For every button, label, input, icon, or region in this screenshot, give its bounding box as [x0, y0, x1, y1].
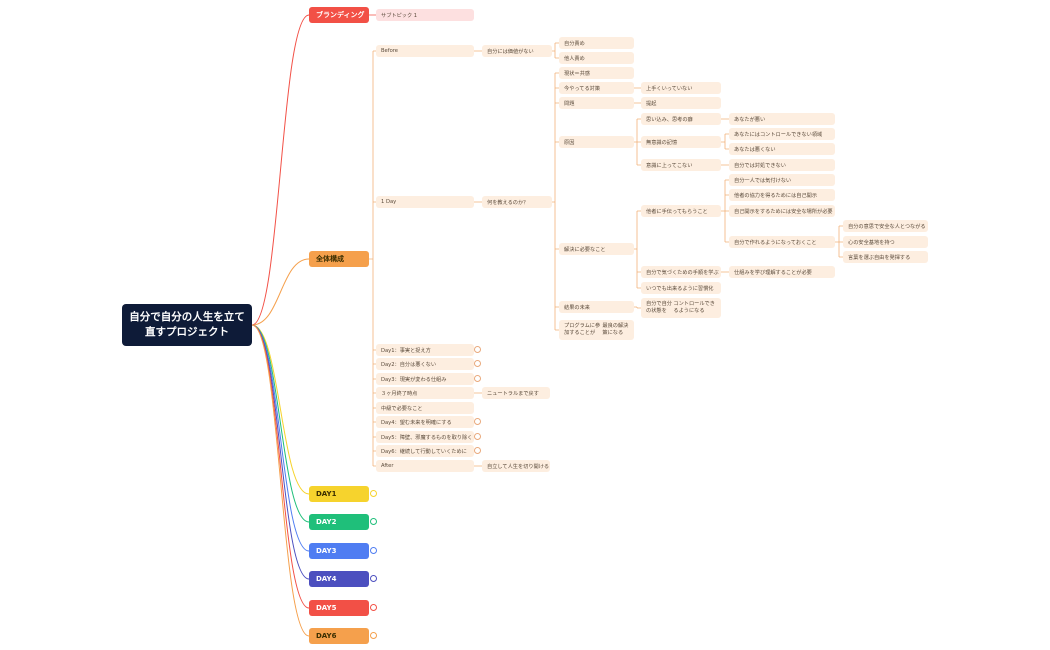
topic-anzen-basho[interactable]: 自己開示をするためには安全な場所が必要: [729, 205, 835, 217]
collapse-toggle-cat-day3[interactable]: [370, 547, 377, 554]
topic-ima-taisaku[interactable]: 今やってる対策: [559, 82, 634, 94]
connector-line: [721, 133, 729, 150]
collapse-toggle-cat-day5[interactable]: [370, 604, 377, 611]
topic-1day[interactable]: 1 Day: [376, 196, 474, 208]
topic-kyoryoku[interactable]: 他者の協力を得るためには自己開示: [729, 189, 835, 201]
collapse-toggle-day5[interactable]: [474, 433, 481, 440]
topic-day4-mirai[interactable]: Day4：望む未来を明確にする: [376, 416, 474, 428]
topic-teiki[interactable]: 提起: [641, 97, 721, 109]
collapse-toggle-cat-day4[interactable]: [370, 575, 377, 582]
connector-line: [835, 225, 843, 258]
topic-jibun-kachi[interactable]: 自分には価値がない: [482, 45, 552, 57]
topic-control-dekiru-line2: コントロールできるようになる: [673, 301, 715, 314]
topic-program-sanka-line1: プログラムに参加することが: [564, 323, 601, 336]
topic-hitori-kizukenai[interactable]: 自分一人では気付けない: [729, 174, 835, 186]
topic-genin[interactable]: 原因: [559, 136, 634, 148]
collapse-toggle-day6[interactable]: [474, 447, 481, 454]
topic-chukyu[interactable]: 中級で必要なこと: [376, 402, 474, 414]
topic-shukanka[interactable]: いつでも出来るように習慣化: [641, 282, 721, 294]
topic-tasha-tetsudai[interactable]: 他者に手伝ってもらうこと: [641, 205, 721, 217]
topic-neutral[interactable]: ニュートラルまで戻す: [482, 387, 550, 399]
connector-line: [634, 306, 641, 309]
subtopic-1[interactable]: サブトピック 1: [376, 9, 474, 21]
topic-ishiki[interactable]: 意識に上ってこない: [641, 159, 721, 171]
connector-line: [634, 210, 641, 289]
topic-shikumi[interactable]: 仕組みを学び理解することが必要: [729, 266, 835, 278]
connector-line: [251, 324, 310, 495]
topic-anata-warui[interactable]: あなたが悪い: [729, 113, 835, 125]
topic-kekka-mirai[interactable]: 結果の未来: [559, 301, 634, 313]
topic-mondai[interactable]: 問題: [559, 97, 634, 109]
category-day6[interactable]: DAY6: [309, 628, 369, 644]
connector-line: [552, 72, 559, 331]
connector-line: [251, 258, 310, 326]
category-day1[interactable]: DAY1: [309, 486, 369, 502]
topic-taisho-dekinai[interactable]: 自分では対処できない: [729, 159, 835, 171]
topic-kizuku-tejun[interactable]: 自分で気づくための手順を学ぶ: [641, 266, 721, 278]
category-day2[interactable]: DAY2: [309, 514, 369, 530]
collapse-toggle-day1[interactable]: [474, 346, 481, 353]
topic-tsukureru[interactable]: 自分で作れるようになっておくこと: [729, 236, 835, 248]
connector-line: [369, 50, 376, 467]
topic-kotoba-jiyu[interactable]: 言葉を選ぶ自由を発揮する: [843, 251, 928, 263]
connector-line: [251, 324, 310, 552]
topic-3kagetsu[interactable]: ３ヶ月終了時点: [376, 387, 474, 399]
category-branding[interactable]: ブランディング: [309, 7, 369, 23]
topic-control-dekiru-line1: 自分で自分の状態を: [646, 301, 672, 314]
collapse-toggle-day3[interactable]: [474, 375, 481, 382]
category-day3[interactable]: DAY3: [309, 543, 369, 559]
connector-line: [251, 324, 310, 609]
topic-day1-jijitsu[interactable]: Day1：事実と捉え方: [376, 344, 474, 356]
connector-line: [251, 324, 310, 580]
topic-program-sanka-line2: 最良の解決策になる: [602, 323, 629, 336]
topic-umaku-ikanai[interactable]: 上手くいっていない: [641, 82, 721, 94]
topic-control-ryoiki[interactable]: あなたにはコントロールできない領域: [729, 128, 835, 140]
topic-muishiki[interactable]: 無意識の記憶: [641, 136, 721, 148]
topic-tanin-seme[interactable]: 他人責め: [559, 52, 634, 64]
connector-line: [251, 324, 310, 637]
collapse-toggle-day4[interactable]: [474, 418, 481, 425]
connector-line: [634, 118, 641, 166]
collapse-toggle-day2[interactable]: [474, 360, 481, 367]
topic-day2-warukunai[interactable]: Day2：自分は悪くない: [376, 358, 474, 370]
topic-kokoro-kichi[interactable]: 心の安全基地を持つ: [843, 236, 928, 248]
category-zentai-kousei[interactable]: 全体構成: [309, 251, 369, 267]
topic-day6-keizoku[interactable]: Day6：継続して行動していくために: [376, 445, 474, 457]
topic-after[interactable]: After: [376, 460, 474, 472]
connector-line: [552, 42, 559, 59]
topic-day5-shoheki[interactable]: Day5：障壁、邪魔するものを取り除く: [376, 431, 474, 443]
connector-line: [251, 14, 310, 326]
topic-genjou[interactable]: 現状＝共感: [559, 67, 634, 79]
collapse-toggle-cat-day1[interactable]: [370, 490, 377, 497]
topic-control-dekiru[interactable]: 自分で自分の状態を コントロールできるようになる: [641, 298, 721, 318]
topic-before[interactable]: Before: [376, 45, 474, 57]
topic-omoikomi[interactable]: 思い込み、思考の癖: [641, 113, 721, 125]
topic-anzen-hito[interactable]: 自分の意思で安全な人とつながる: [843, 220, 928, 232]
topic-program-sanka[interactable]: プログラムに参加することが 最良の解決策になる: [559, 320, 634, 340]
collapse-toggle-cat-day6[interactable]: [370, 632, 377, 639]
topic-jibun-seme[interactable]: 自分責め: [559, 37, 634, 49]
connector-line: [251, 324, 310, 523]
topic-day3-shikumi[interactable]: Day3：現実が変わる仕組み: [376, 373, 474, 385]
root-topic[interactable]: 自分で自分の人生を立て直すプロジェクト: [122, 304, 252, 346]
topic-anata-warukunai[interactable]: あなたは悪くない: [729, 143, 835, 155]
collapse-toggle-cat-day2[interactable]: [370, 518, 377, 525]
topic-nani-oshieru[interactable]: 何を教えるのか？: [482, 196, 552, 208]
category-day5[interactable]: DAY5: [309, 600, 369, 616]
connector-line: [721, 179, 729, 243]
topic-jiritsu[interactable]: 自立して人生を切り開ける: [482, 460, 550, 472]
category-day4[interactable]: DAY4: [309, 571, 369, 587]
topic-kaiketsu[interactable]: 解決に必要なこと: [559, 243, 634, 255]
